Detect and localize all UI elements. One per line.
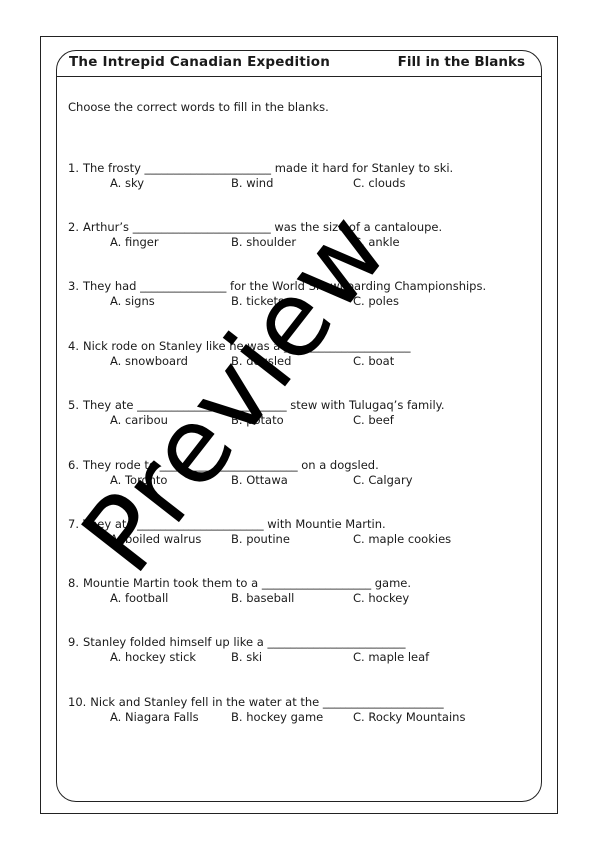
question-number: 7. xyxy=(68,517,79,531)
question-number: 2. xyxy=(68,220,79,234)
option-a: A. Toronto xyxy=(110,473,168,487)
option-c: C. clouds xyxy=(353,176,406,190)
question-text: Mountie Martin took them to a __________… xyxy=(82,576,412,590)
question-text: They had _______________ for the World S… xyxy=(82,279,487,293)
question-number: 9. xyxy=(68,635,79,649)
option-c: C. beef xyxy=(353,413,394,427)
option-b: B. dogsled xyxy=(231,354,292,368)
option-c: C. maple leaf xyxy=(353,650,430,664)
question-text: They ate ______________________ with Mou… xyxy=(82,517,386,531)
question-3: 3.They had _______________ for the World… xyxy=(68,279,486,293)
option-b: B. tickets xyxy=(231,294,285,308)
option-b: B. hockey game xyxy=(231,710,324,724)
question-6: 6.They rode to ________________________ … xyxy=(68,458,379,472)
option-c: C. hockey xyxy=(353,591,410,605)
question-number: 6. xyxy=(68,458,79,472)
option-c: C. poles xyxy=(353,294,399,308)
question-text: Stanley folded himself up like a _______… xyxy=(82,635,406,649)
question-9: 9.Stanley folded himself up like a _____… xyxy=(68,635,405,649)
question-text: The frosty ______________________ made i… xyxy=(82,161,454,175)
page-border xyxy=(40,36,558,814)
question-number: 1. xyxy=(68,161,79,175)
option-a: A. sky xyxy=(110,176,145,190)
option-a: A. caribou xyxy=(110,413,168,427)
option-a: A. football xyxy=(110,591,169,605)
worksheet-frame xyxy=(56,50,542,802)
question-1: 1.The frosty ______________________ made… xyxy=(68,161,453,175)
option-b: B. Ottawa xyxy=(231,473,288,487)
question-text: They ate __________________________ stew… xyxy=(82,398,445,412)
option-b: B. baseball xyxy=(231,591,295,605)
question-text: Arthur’s ________________________ was th… xyxy=(82,220,443,234)
option-c: C. maple cookies xyxy=(353,532,452,546)
option-a: A. signs xyxy=(110,294,155,308)
question-10: 10.Nick and Stanley fell in the water at… xyxy=(68,695,444,709)
question-7: 7.They ate ______________________ with M… xyxy=(68,517,386,531)
option-b: B. shoulder xyxy=(231,235,297,249)
option-b: B. wind xyxy=(231,176,274,190)
worksheet-subtitle: Fill in the Blanks xyxy=(397,54,525,70)
worksheet-title: The Intrepid Canadian Expedition xyxy=(69,54,331,70)
question-number: 4. xyxy=(68,339,79,353)
question-4: 4.Nick rode on Stanley like he was a ___… xyxy=(68,339,411,353)
option-c: C. boat xyxy=(353,354,395,368)
question-number: 5. xyxy=(68,398,79,412)
title-divider xyxy=(56,76,542,77)
option-a: A. finger xyxy=(110,235,159,249)
option-c: C. ankle xyxy=(353,235,400,249)
question-5: 5.They ate __________________________ st… xyxy=(68,398,444,412)
question-text: Nick and Stanley fell in the water at th… xyxy=(90,695,444,709)
question-text: Nick rode on Stanley like he was a _____… xyxy=(82,339,411,353)
option-b: B. potato xyxy=(231,413,284,427)
option-a: A. Niagara Falls xyxy=(110,710,199,724)
option-a: A. boiled walrus xyxy=(110,532,202,546)
question-number: 10. xyxy=(68,695,87,709)
question-2: 2.Arthur’s ________________________ was … xyxy=(68,220,442,234)
question-8: 8.Mountie Martin took them to a ________… xyxy=(68,576,411,590)
option-c: C. Calgary xyxy=(353,473,413,487)
option-a: A. snowboard xyxy=(110,354,188,368)
question-number: 8. xyxy=(68,576,79,590)
question-number: 3. xyxy=(68,279,79,293)
question-text: They rode to ________________________ on… xyxy=(82,458,379,472)
option-a: A. hockey stick xyxy=(110,650,197,664)
option-b: B. ski xyxy=(231,650,263,664)
option-b: B. poutine xyxy=(231,532,290,546)
option-c: C. Rocky Mountains xyxy=(353,710,466,724)
instructions: Choose the correct words to fill in the … xyxy=(68,100,329,114)
